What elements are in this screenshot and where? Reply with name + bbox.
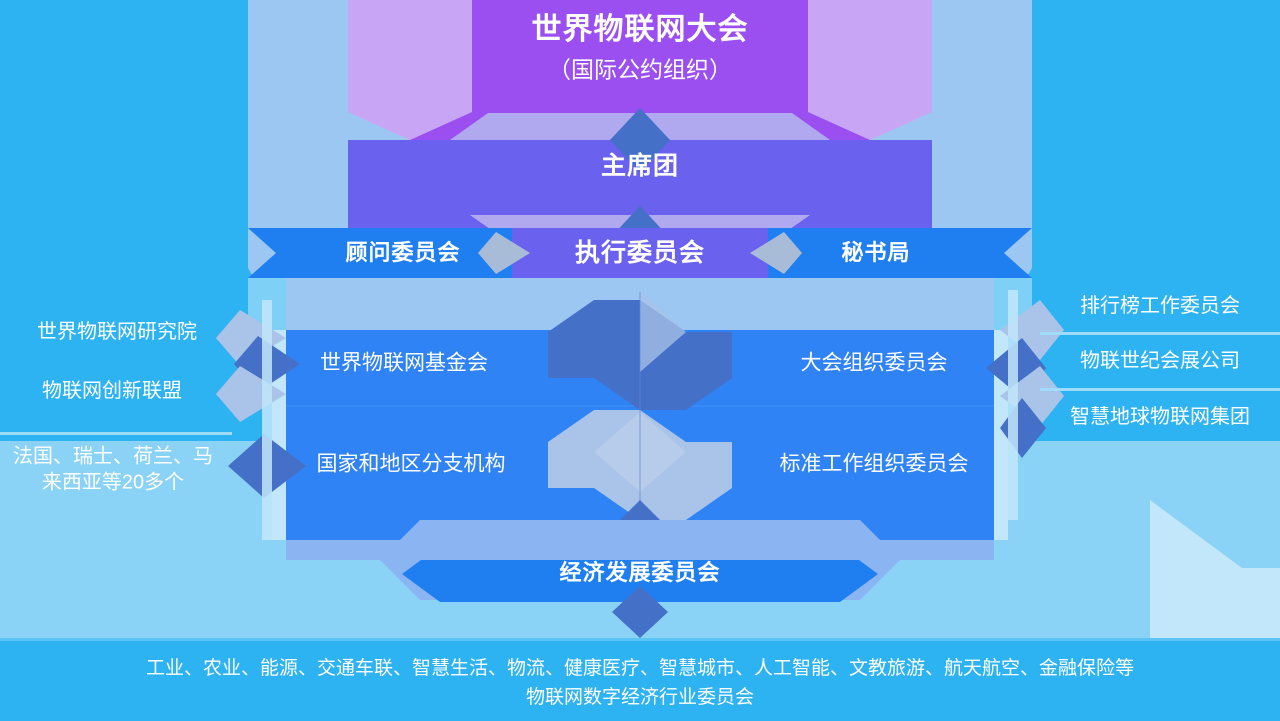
industry-list-line1: 工业、农业、能源、交通车联、智慧生活、物流、健康医疗、智慧城市、人工智能、文教旅… <box>145 658 1134 679</box>
executive-committee-label[interactable]: 执行委员会 <box>574 239 706 267</box>
central-star-upper-highlight <box>640 292 686 372</box>
presidium-left-ear <box>348 140 410 215</box>
congress-left-wing <box>348 0 472 140</box>
central-star-lower-facet <box>594 412 686 492</box>
left-item-research-institute[interactable]: 世界物联网研究院 <box>37 321 197 344</box>
presidium-block <box>348 140 932 215</box>
mid-item-national-branches[interactable]: 国家和地区分支机构 <box>316 452 506 476</box>
right-item-ranking-committee[interactable]: 排行榜工作委员会 <box>1080 295 1240 318</box>
congress-block <box>472 0 808 112</box>
right-guide-bar <box>1008 290 1018 520</box>
left-item-countries[interactable]: 法国、瑞士、荷兰、马 来西亚等20多个 <box>13 445 213 493</box>
congress-right-wing <box>808 0 932 140</box>
bottom-band-top-rule <box>0 638 1280 641</box>
economic-development-label[interactable]: 经济发展委员会 <box>559 559 721 585</box>
congress-title: 世界物联网大会 <box>531 12 749 46</box>
mid-item-standards-committee[interactable]: 标准工作组织委员会 <box>779 452 969 476</box>
economic-connector-diamond <box>612 586 668 638</box>
right-item-expo-company[interactable]: 物联世纪会展公司 <box>1080 350 1240 373</box>
secretariat-bar <box>760 228 1032 278</box>
left-connector-chevron-1 <box>216 310 286 366</box>
advisory-committee-label[interactable]: 顾问委员会 <box>345 239 461 265</box>
mid-block-bottom-skirt <box>286 540 994 560</box>
left-item-innovation-alliance[interactable]: 物联网创新联盟 <box>42 380 182 403</box>
advisory-bar <box>248 228 520 278</box>
secretariat-label[interactable]: 秘书局 <box>841 239 911 265</box>
right-item-smart-earth-group[interactable]: 智慧地球物联网集团 <box>1070 406 1250 429</box>
industry-committee-label: 物联网数字经济行业委员会 <box>525 687 754 708</box>
central-star-seam <box>639 292 641 524</box>
right-connector-chevron-1 <box>1000 300 1064 360</box>
connector-diamond-congress-presidium <box>610 108 670 172</box>
left-guide-bar <box>262 300 272 540</box>
mid-item-organizing-committee[interactable]: 大会组织委员会 <box>800 351 948 375</box>
mid-item-foundation[interactable]: 世界物联网基金会 <box>320 351 488 375</box>
lower-right-notch <box>1150 500 1280 568</box>
presidium-label[interactable]: 主席团 <box>600 152 680 180</box>
right-panel-divider-1 <box>1040 332 1280 335</box>
left-panel-divider <box>0 432 232 435</box>
arrow-executive-to-secretariat <box>750 232 802 274</box>
right-panel-divider-2 <box>1040 388 1280 391</box>
right-connector-chevron-3 <box>1000 366 1064 426</box>
bottom-industry-band <box>0 641 1280 721</box>
arrow-advisory-to-executive <box>478 232 530 274</box>
left-connector-chevron-3 <box>216 366 286 422</box>
executive-bar <box>512 228 768 278</box>
presidium-right-ear <box>870 140 932 215</box>
congress-subtitle: （国际公约组织） <box>548 56 732 83</box>
